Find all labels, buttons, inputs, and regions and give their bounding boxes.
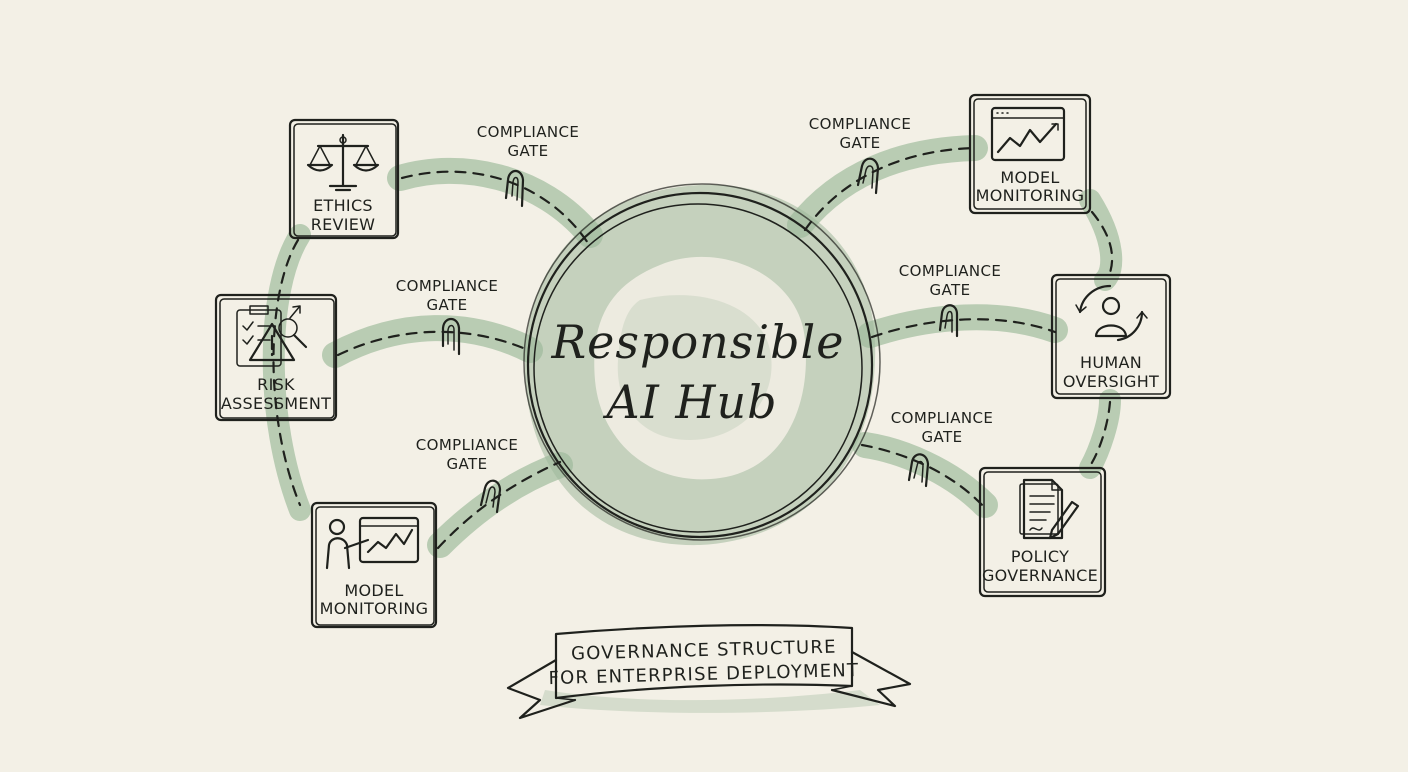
node-model-monitoring-left: MODEL MONITORING — [310, 501, 438, 629]
node-label-line1: MODEL — [1000, 168, 1059, 187]
gate-arch-icon — [504, 169, 525, 208]
gate-label-line1: COMPLIANCE — [396, 277, 498, 295]
gate-arch-icon — [479, 479, 502, 514]
gate-label-line1: COMPLIANCE — [809, 115, 911, 133]
node-label-line1: MODEL — [344, 581, 403, 600]
hub-circle — [523, 183, 881, 541]
person-cycle-icon — [1075, 284, 1148, 342]
gate-label-line2: GATE — [447, 455, 488, 473]
gate-arch-icon — [856, 157, 880, 195]
node-ethics-review: ETHICS REVIEW — [288, 118, 400, 240]
gate-label-line2: GATE — [930, 281, 971, 299]
node-label-line1: HUMAN — [1080, 353, 1142, 372]
node-label-line2: ASSESSMENT — [221, 394, 331, 413]
gate-label-line1: COMPLIANCE — [477, 123, 579, 141]
hub-title-line2: AI Hub — [602, 375, 777, 429]
gate-arch-icon — [938, 304, 959, 338]
node-policy-governance: POLICY GOVERNANCE — [978, 466, 1107, 598]
node-label-line1: POLICY — [1011, 547, 1069, 566]
gate-label-line2: GATE — [508, 142, 549, 160]
gate-arch-icon — [441, 317, 461, 356]
node-label-line2: MONITORING — [976, 186, 1085, 205]
node-label-line2: OVERSIGHT — [1063, 372, 1159, 391]
risk-warning-icon — [236, 305, 308, 367]
compliance-gate-6: COMPLIANCE GATE — [891, 409, 993, 488]
presenter-chart-icon — [325, 516, 420, 570]
node-label-line1: RISK — [257, 375, 295, 394]
node-label-line1: ETHICS — [313, 196, 373, 215]
node-risk-assessment: RISK ASSESSMENT — [214, 293, 338, 422]
gate-arch-icon — [907, 453, 930, 488]
document-pen-icon — [1019, 478, 1080, 540]
gate-label-line1: COMPLIANCE — [891, 409, 993, 427]
compliance-gate-5: COMPLIANCE GATE — [899, 262, 1001, 338]
scales-icon — [306, 133, 380, 192]
gate-label-line1: COMPLIANCE — [899, 262, 1001, 280]
title-banner: GOVERNANCE STRUCTURE FOR ENTERPRISE DEPL… — [506, 624, 912, 720]
node-label-line2: REVIEW — [311, 215, 376, 234]
compliance-gate-2: COMPLIANCE GATE — [396, 277, 498, 356]
gate-label-line1: COMPLIANCE — [416, 436, 518, 454]
node-model-monitoring-right: MODEL MONITORING — [968, 93, 1092, 215]
compliance-gate-3: COMPLIANCE GATE — [416, 436, 518, 514]
gate-label-line2: GATE — [427, 296, 468, 314]
compliance-gate-1: COMPLIANCE GATE — [477, 123, 579, 208]
node-label-line2: GOVERNANCE — [982, 566, 1098, 585]
gate-label-line2: GATE — [840, 134, 881, 152]
node-human-oversight: HUMAN OVERSIGHT — [1050, 273, 1172, 400]
compliance-gate-4: COMPLIANCE GATE — [809, 115, 911, 195]
gate-label-line2: GATE — [922, 428, 963, 446]
hub-title-line1: Responsible — [551, 315, 845, 369]
hub-wash — [525, 184, 876, 546]
banner-line1: GOVERNANCE STRUCTURE — [571, 637, 837, 665]
node-label-line2: MONITORING — [320, 599, 429, 618]
line-chart-icon — [990, 106, 1066, 162]
